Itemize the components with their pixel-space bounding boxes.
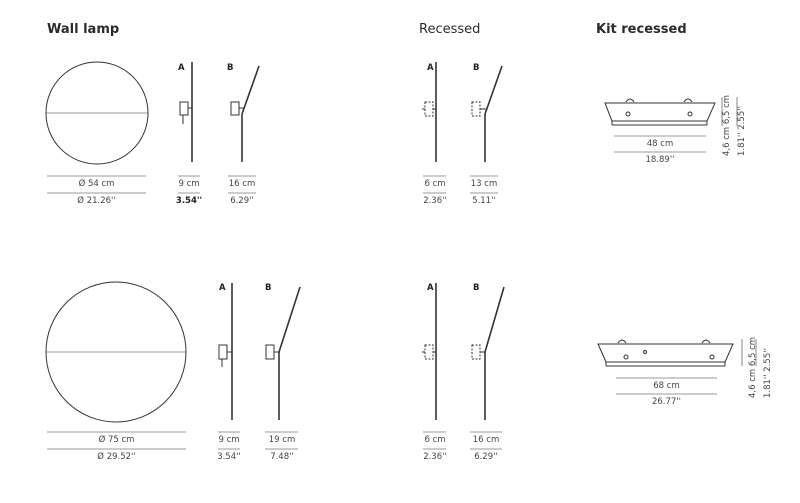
row2-kit-length-in: 26.77'': [651, 397, 681, 407]
row1-wall-variant-b: B: [227, 63, 234, 73]
row1-wall-side-a: [179, 62, 193, 162]
row1-wall-disc: [45, 61, 149, 165]
row2-recessed-a-cm: 6 cm: [424, 435, 446, 445]
row2-recessed-side-a: [422, 283, 437, 420]
row2-recessed-side-b: [471, 286, 505, 420]
kit-recessed-heading: Kit recessed: [596, 22, 687, 37]
row1-recessed-b-in: 5.11'': [472, 196, 496, 206]
row2-kit-box: [597, 339, 734, 367]
row2-wall-variant-b: B: [265, 283, 272, 293]
row2-recessed-b-in: 6.29'': [474, 452, 498, 462]
row2-recessed-b-cm: 16 cm: [472, 435, 500, 445]
row1-kit-length-in: 18.89'': [645, 155, 675, 165]
row2-recessed-variant-a: A: [427, 283, 434, 293]
row1-kit-box: [604, 98, 716, 126]
row1-recessed-b-cm: 13 cm: [470, 179, 498, 189]
row1-recessed-side-b: [471, 65, 503, 162]
row1-recessed-variant-a: A: [427, 63, 434, 73]
row1-wall-side-b: [230, 65, 260, 162]
row1-kit-height-cm: 4,6 cm 6,5 cm: [722, 94, 732, 156]
row1-wall-a-in: 3.54'': [175, 196, 203, 206]
row2-wall-b-cm: 19 cm: [268, 435, 296, 445]
row1-recessed-variant-b: B: [473, 63, 480, 73]
row2-wall-b-in: 7.48'': [270, 452, 294, 462]
row2-wall-a-cm: 9 cm: [218, 435, 240, 445]
row2-recessed-a-in: 2.36'': [423, 452, 447, 462]
row2-wall-side-a: [218, 283, 233, 420]
row1-kit-length-cm: 48 cm: [646, 139, 674, 149]
row1-recessed-a-cm: 6 cm: [424, 179, 446, 189]
recessed-heading: Recessed: [419, 22, 481, 37]
row1-wall-a-cm: 9 cm: [178, 179, 200, 189]
row2-kit-height-in: 1.81'' 2.55'': [763, 348, 773, 398]
row1-wall-b-in: 6.29'': [230, 196, 254, 206]
row1-wall-b-cm: 16 cm: [228, 179, 256, 189]
wall-lamp-heading: Wall lamp: [47, 22, 120, 37]
row1-wall-diameter-cm: Ø 54 cm: [78, 179, 115, 189]
row2-wall-side-b: [265, 286, 301, 420]
row2-wall-variant-a: A: [219, 283, 226, 293]
row1-wall-variant-a: A: [178, 63, 185, 73]
row2-kit-height-cm: 4,6 cm 6,5 cm: [748, 336, 758, 398]
row2-kit-length-cm: 68 cm: [653, 381, 680, 391]
row1-wall-diameter-in: Ø 21.26'': [77, 196, 116, 206]
row1-recessed-a-in: 2.36'': [423, 196, 447, 206]
row2-wall-diameter-cm: Ø 75 cm: [98, 435, 135, 445]
row2-wall-diameter-in: Ø 29.52'': [97, 452, 136, 462]
row2-recessed-variant-b: B: [473, 283, 480, 293]
row2-wall-disc: [45, 281, 187, 423]
row1-recessed-side-a: [422, 62, 437, 162]
row2-wall-a-in: 3.54'': [217, 452, 241, 462]
row1-kit-height-in: 1.81'' 2.55'': [737, 106, 747, 156]
